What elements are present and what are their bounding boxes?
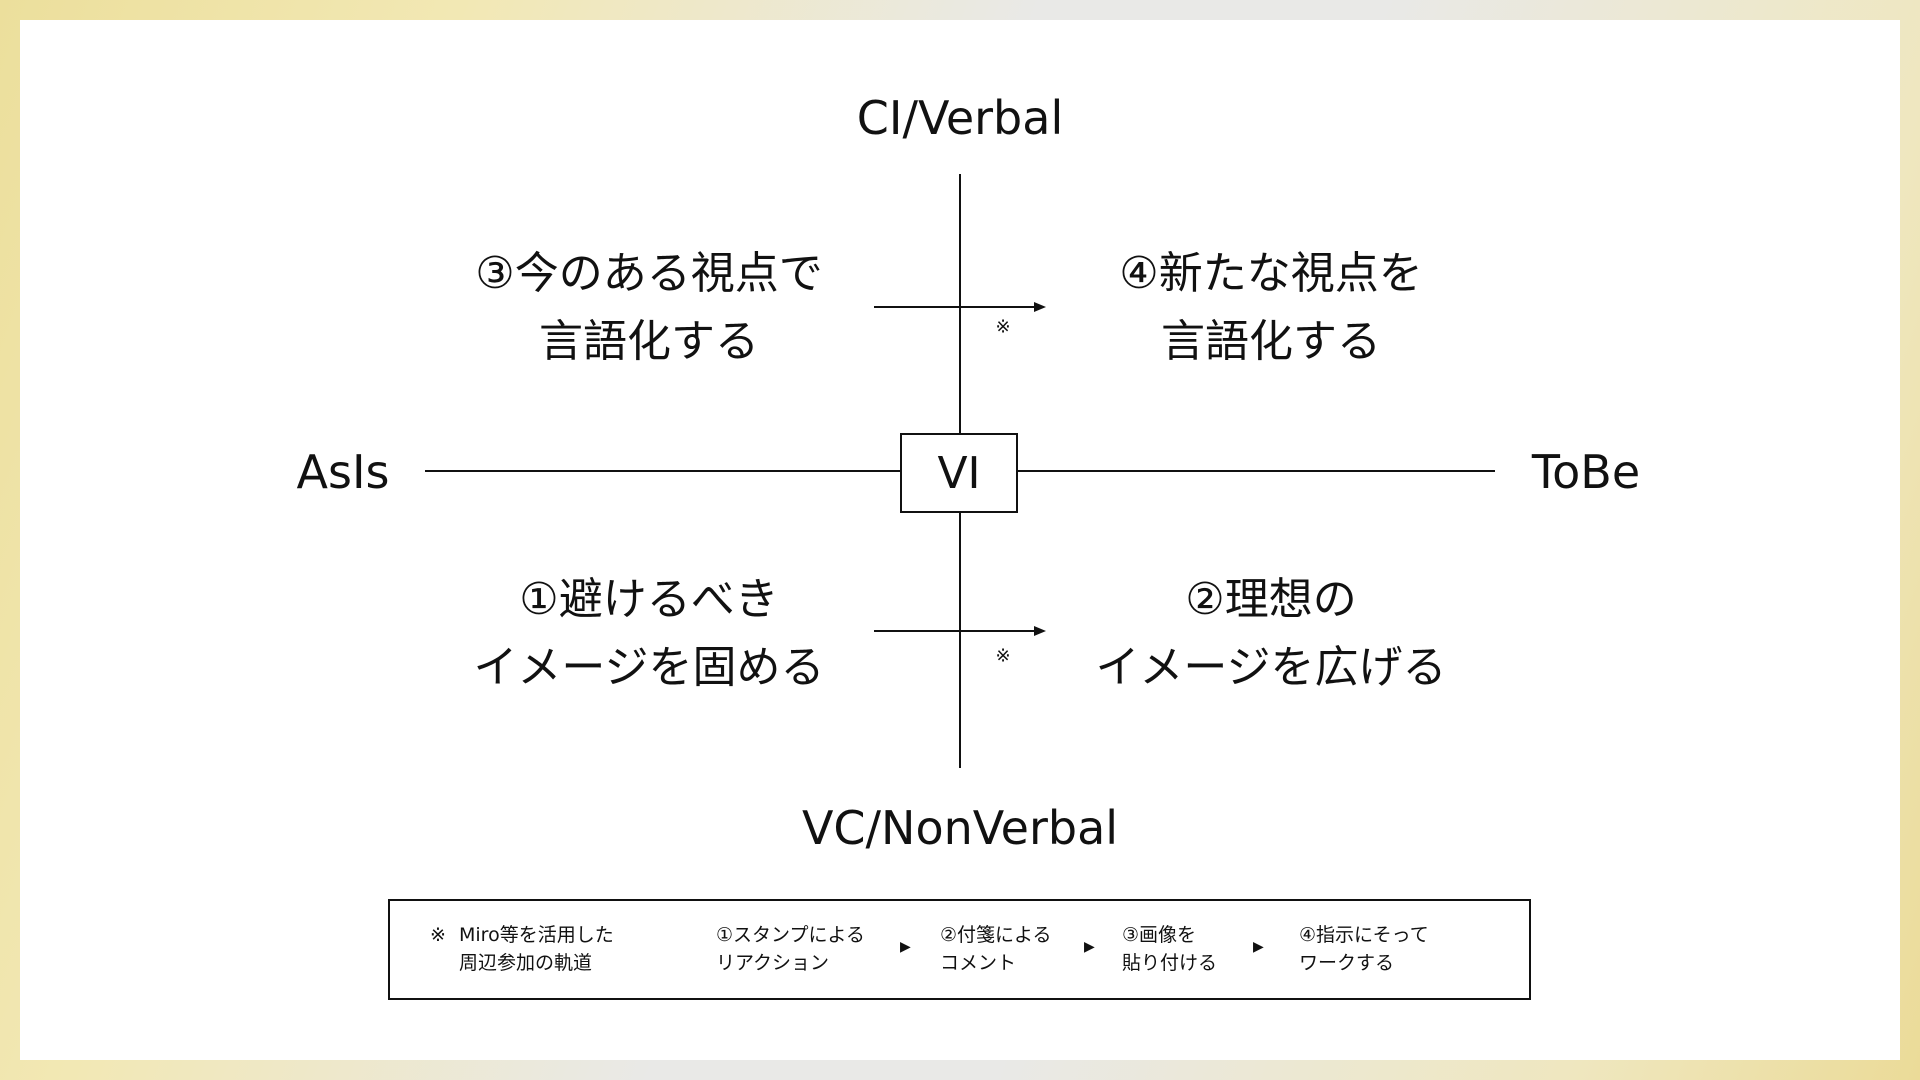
legend-step-line: 貼り付ける	[1122, 952, 1218, 974]
quadrant-bottom-right: ②理想の イメージを広げる	[1095, 566, 1446, 702]
quadrant-line: ③今のある視点で	[475, 248, 823, 299]
legend-arrow-icon: ▶	[900, 939, 911, 955]
axis-label-bottom: VC/NonVerbal	[801, 801, 1119, 855]
arrow-note-top: ※	[995, 316, 1011, 338]
quadrant-line: イメージを広げる	[1095, 642, 1447, 693]
quadrant-line: ②理想の	[1185, 574, 1357, 625]
legend-step-line: ③画像を	[1122, 924, 1197, 946]
arrow-note-bottom: ※	[995, 645, 1011, 667]
legend-step-1: ①スタンプによる リアクション	[716, 921, 865, 977]
quadrant-line: ④新たな視点を	[1119, 248, 1423, 299]
legend-step-line: ④指示にそって	[1299, 924, 1429, 946]
quadrant-line: 言語化する	[538, 316, 759, 367]
legend-mark: ※	[430, 924, 446, 946]
legend-step-2: ②付箋による コメント	[940, 921, 1051, 977]
legend-step-4: ④指示にそって ワークする	[1299, 921, 1429, 977]
axis-label-top: CI/Verbal	[856, 91, 1064, 145]
legend-step-line: コメント	[940, 952, 1017, 974]
legend-title: Miro等を活用した 周辺参加の軌道	[459, 921, 614, 977]
legend-arrow-icon: ▶	[1253, 939, 1264, 955]
arrow-top	[874, 302, 1046, 312]
center-label: VI	[937, 447, 981, 499]
arrow-bottom	[874, 626, 1046, 636]
legend-box: ※ Miro等を活用した 周辺参加の軌道 ①スタンプによる リアクション ▶ ②…	[388, 899, 1531, 1000]
legend-title-line: Miro等を活用した	[459, 924, 614, 946]
quadrant-top-left: ③今のある視点で 言語化する	[475, 240, 822, 376]
axis-label-left: AsIs	[296, 445, 390, 499]
quadrant-line: ①避けるべき	[519, 574, 779, 625]
quadrant-bottom-left: ①避けるべき イメージを固める	[473, 566, 824, 702]
quadrant-line: 言語化する	[1160, 316, 1381, 367]
center-box: VI	[900, 433, 1018, 513]
legend-step-3: ③画像を 貼り付ける	[1122, 921, 1217, 977]
quadrant-top-right: ④新たな視点を 言語化する	[1119, 240, 1422, 376]
quadrant-line: イメージを固める	[473, 642, 825, 693]
legend-title-line: 周辺参加の軌道	[459, 952, 593, 974]
legend-step-line: ①スタンプによる	[716, 924, 865, 946]
legend-arrow-icon: ▶	[1084, 939, 1095, 955]
legend-step-line: ワークする	[1299, 952, 1395, 974]
axis-label-right: ToBe	[1531, 445, 1641, 499]
legend-step-line: リアクション	[716, 952, 830, 974]
legend-step-line: ②付箋による	[940, 924, 1052, 946]
